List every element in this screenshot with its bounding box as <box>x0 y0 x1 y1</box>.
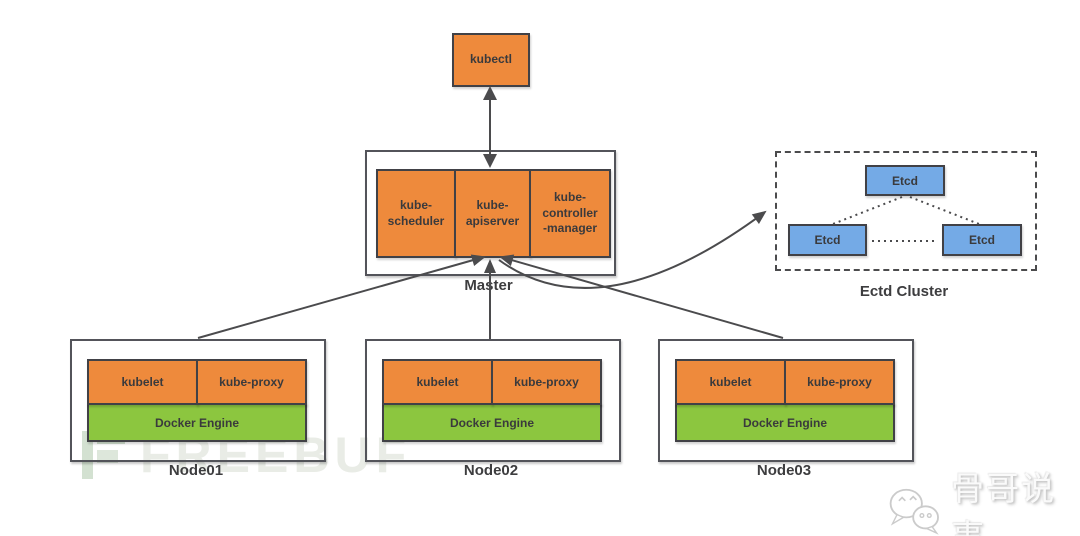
node01-kubelet: kubelet <box>87 359 198 405</box>
node03-label: Node03 <box>756 462 812 479</box>
node03-docker-engine: Docker Engine <box>675 403 895 442</box>
etcd-node-top: Etcd <box>865 165 945 196</box>
node01-box: kubelet kube-proxy Docker Engine <box>70 339 326 462</box>
arrowhead-up-icon <box>483 86 497 100</box>
component-kube-controller-manager: kube- controller -manager <box>529 169 611 258</box>
node01-docker-engine: Docker Engine <box>87 403 307 442</box>
etcd-node-right: Etcd <box>942 224 1022 256</box>
wechat-icon <box>889 488 939 535</box>
node01-components: kubelet kube-proxy Docker Engine <box>87 359 307 442</box>
node03-components: kubelet kube-proxy Docker Engine <box>675 359 895 442</box>
etcd-node-left: Etcd <box>788 224 867 256</box>
node01-label: Node01 <box>168 462 224 479</box>
component-kube-apiserver: kube- apiserver <box>454 169 531 258</box>
component-kube-scheduler: kube- scheduler <box>376 169 456 258</box>
node02-box: kubelet kube-proxy Docker Engine <box>365 339 621 462</box>
node03-kubelet: kubelet <box>675 359 786 405</box>
node03-box: kubelet kube-proxy Docker Engine <box>658 339 914 462</box>
node02-label: Node02 <box>463 462 519 479</box>
brand-watermark: 骨哥说事 <box>886 462 1080 536</box>
node02-docker-engine: Docker Engine <box>382 403 602 442</box>
etcd-cluster-label: Ectd Cluster <box>859 283 949 300</box>
master-label: Master <box>464 277 513 294</box>
node03-kube-proxy: kube-proxy <box>784 359 895 405</box>
etcd-cluster-box <box>775 151 1037 271</box>
brand-watermark-text: 骨哥说事 <box>951 470 1057 536</box>
kubectl-box: kubectl <box>452 33 530 87</box>
node01-kube-proxy: kube-proxy <box>196 359 307 405</box>
master-box: kube- scheduler kube- apiserver kube- co… <box>365 150 616 276</box>
node02-components: kubelet kube-proxy Docker Engine <box>382 359 602 442</box>
node02-kube-proxy: kube-proxy <box>491 359 602 405</box>
node02-kubelet: kubelet <box>382 359 493 405</box>
master-components-row: kube- scheduler kube- apiserver kube- co… <box>376 169 611 258</box>
